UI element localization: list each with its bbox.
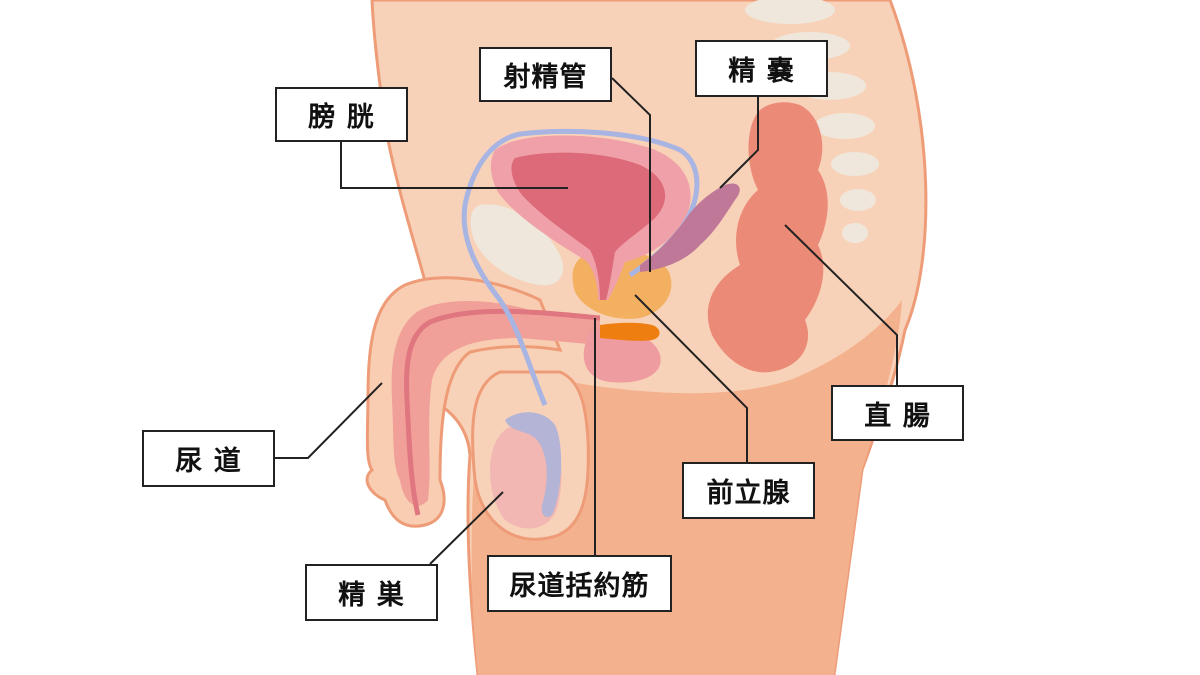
leader-rectum xyxy=(784,224,898,385)
leader-bladder xyxy=(340,140,568,189)
seminal-vesicle-shape xyxy=(640,183,740,272)
label-urethra: 尿 道 xyxy=(142,430,275,487)
leader-seminal-vesicle xyxy=(719,96,759,189)
bladder-inner xyxy=(511,152,666,300)
leader-testis xyxy=(429,491,504,565)
penile-bulb xyxy=(583,328,661,383)
leader-lines xyxy=(275,77,898,565)
leader-ejaculatory-duct xyxy=(611,77,651,272)
label-testis: 精 巣 xyxy=(305,564,438,621)
spine-vertebrae xyxy=(745,0,879,243)
leader-prostate xyxy=(634,294,748,462)
label-bladder: 膀 胱 xyxy=(275,87,408,142)
label-urethral-sphincter: 尿道括約筋 xyxy=(487,555,672,612)
rectum-shape xyxy=(707,102,828,373)
urethra-channel xyxy=(404,308,601,516)
pubic-bone xyxy=(470,204,564,286)
label-rectum: 直 腸 xyxy=(831,385,964,441)
label-seminal-vesicle: 精 嚢 xyxy=(695,40,828,97)
penis-inner xyxy=(391,300,600,506)
leader-urethra xyxy=(275,382,383,459)
label-prostate: 前立腺 xyxy=(682,462,815,519)
sphincter-shape xyxy=(600,322,660,341)
label-ejaculatory-duct: 射精管 xyxy=(479,47,612,102)
epididymis-shape xyxy=(505,412,562,517)
